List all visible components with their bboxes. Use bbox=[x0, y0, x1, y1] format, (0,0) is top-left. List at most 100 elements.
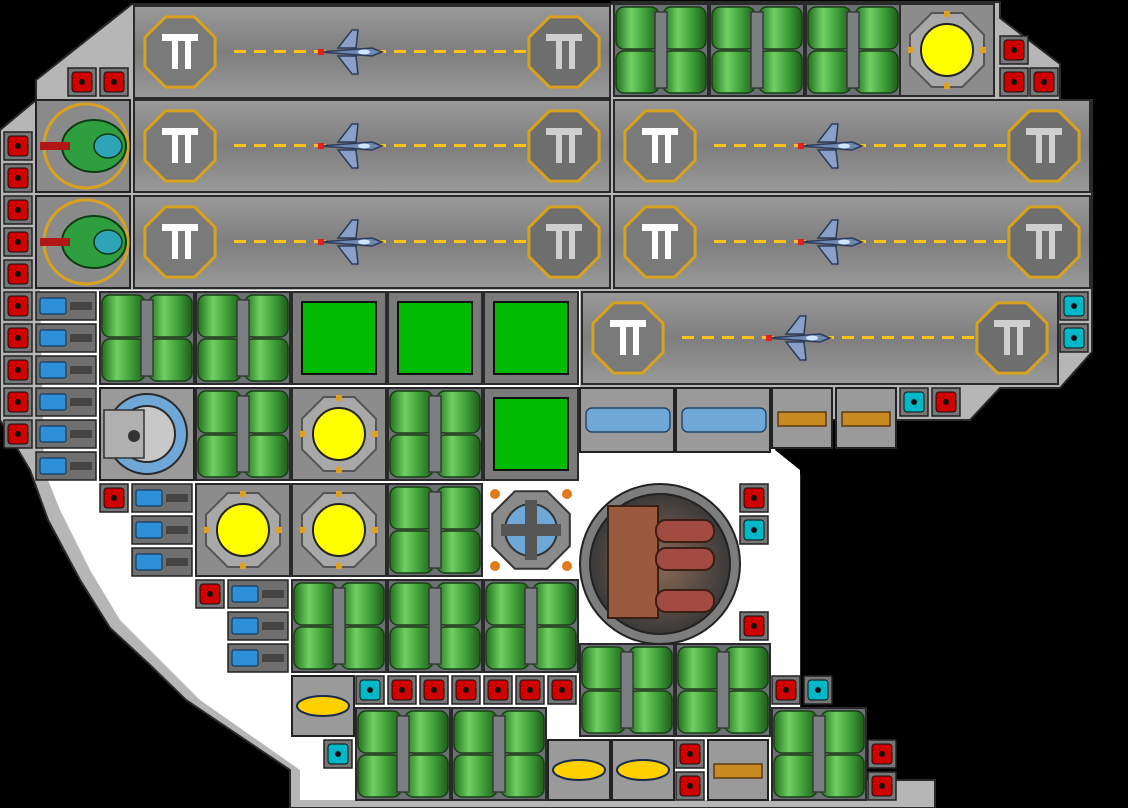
gold-thruster[interactable] bbox=[835, 387, 897, 449]
armor-node-red[interactable] bbox=[3, 163, 33, 193]
fuel-tank-block[interactable] bbox=[291, 579, 387, 673]
fuel-tank-block[interactable] bbox=[613, 3, 709, 97]
fighter-icon[interactable] bbox=[798, 123, 865, 169]
armor-node-red[interactable] bbox=[515, 675, 545, 705]
armor-node-cyan[interactable] bbox=[323, 739, 353, 769]
armor-node-red[interactable] bbox=[3, 387, 33, 417]
gold-thruster[interactable] bbox=[707, 739, 769, 801]
armor-node-cyan[interactable] bbox=[899, 387, 929, 417]
armor-node-red[interactable] bbox=[451, 675, 481, 705]
battery-cell[interactable] bbox=[35, 451, 97, 481]
fuel-tank-block[interactable] bbox=[451, 707, 547, 801]
missile-pod[interactable] bbox=[611, 739, 675, 801]
coil-gun[interactable] bbox=[675, 387, 771, 453]
armor-node-red[interactable] bbox=[3, 195, 33, 225]
armor-node-red[interactable] bbox=[3, 291, 33, 321]
launch-pad[interactable] bbox=[143, 15, 217, 89]
landing-pad[interactable] bbox=[527, 109, 601, 183]
armor-node-cyan[interactable] bbox=[739, 515, 769, 545]
armor-node-red[interactable] bbox=[739, 611, 769, 641]
armor-node-red[interactable] bbox=[3, 259, 33, 289]
fuel-tank-block[interactable] bbox=[805, 3, 901, 97]
fuel-tank-block[interactable] bbox=[387, 387, 483, 481]
missile-pod[interactable] bbox=[291, 675, 355, 737]
armor-node-cyan[interactable] bbox=[1059, 291, 1089, 321]
hangar-runway[interactable] bbox=[133, 99, 611, 193]
landing-pad[interactable] bbox=[527, 205, 601, 279]
landing-pad[interactable] bbox=[1007, 109, 1081, 183]
hangar-runway[interactable] bbox=[133, 5, 611, 99]
fuel-tank-block[interactable] bbox=[387, 579, 483, 673]
launch-pad[interactable] bbox=[591, 301, 665, 375]
fuel-tank-block[interactable] bbox=[387, 483, 483, 577]
armor-node-red[interactable] bbox=[867, 771, 897, 801]
fuel-tank-block[interactable] bbox=[709, 3, 805, 97]
armor-node-cyan[interactable] bbox=[355, 675, 385, 705]
armor-node-red[interactable] bbox=[1029, 67, 1059, 97]
armor-node-red[interactable] bbox=[387, 675, 417, 705]
armor-node-red[interactable] bbox=[675, 771, 705, 801]
gold-thruster[interactable] bbox=[771, 387, 833, 449]
gyro-stabilizer[interactable] bbox=[484, 484, 578, 576]
reactor-core[interactable] bbox=[291, 387, 387, 481]
battery-cell[interactable] bbox=[35, 419, 97, 449]
armor-node-red[interactable] bbox=[195, 579, 225, 609]
armor-node-red[interactable] bbox=[483, 675, 513, 705]
armor-node-red[interactable] bbox=[3, 323, 33, 353]
armor-node-red[interactable] bbox=[547, 675, 577, 705]
hangar-runway[interactable] bbox=[613, 99, 1091, 193]
fuel-tank-block[interactable] bbox=[99, 291, 195, 385]
fuel-tank-block[interactable] bbox=[675, 643, 771, 737]
armor-node-red[interactable] bbox=[99, 483, 129, 513]
coil-gun[interactable] bbox=[579, 387, 675, 453]
launch-pad[interactable] bbox=[623, 109, 697, 183]
reactor-core[interactable] bbox=[291, 483, 387, 577]
hangar-runway[interactable] bbox=[133, 195, 611, 289]
fighter-icon[interactable] bbox=[766, 315, 833, 361]
storage-module[interactable] bbox=[483, 387, 579, 481]
fuel-tank-block[interactable] bbox=[771, 707, 867, 801]
fuel-tank-block[interactable] bbox=[195, 291, 291, 385]
storage-module[interactable] bbox=[387, 291, 483, 385]
battery-cell[interactable] bbox=[227, 643, 289, 673]
armor-node-red[interactable] bbox=[99, 67, 129, 97]
landing-pad[interactable] bbox=[975, 301, 1049, 375]
battery-cell[interactable] bbox=[35, 387, 97, 417]
landing-pad[interactable] bbox=[1007, 205, 1081, 279]
battery-cell[interactable] bbox=[35, 291, 97, 321]
launch-pad[interactable] bbox=[143, 109, 217, 183]
fighter-icon[interactable] bbox=[798, 219, 865, 265]
battery-cell[interactable] bbox=[35, 323, 97, 353]
storage-module[interactable] bbox=[483, 291, 579, 385]
armor-node-red[interactable] bbox=[867, 739, 897, 769]
armor-node-red[interactable] bbox=[3, 227, 33, 257]
reactor-core[interactable] bbox=[899, 3, 995, 97]
armor-node-cyan[interactable] bbox=[1059, 323, 1089, 353]
battery-cell[interactable] bbox=[35, 355, 97, 385]
storage-module[interactable] bbox=[291, 291, 387, 385]
armor-node-red[interactable] bbox=[67, 67, 97, 97]
battery-cell[interactable] bbox=[131, 515, 193, 545]
hangar-runway[interactable] bbox=[581, 291, 1059, 385]
reactor-core[interactable] bbox=[195, 483, 291, 577]
fuel-tank-block[interactable] bbox=[195, 387, 291, 481]
drone-bay[interactable] bbox=[35, 99, 131, 193]
drone-bay[interactable] bbox=[35, 195, 131, 289]
fuel-tank-block[interactable] bbox=[355, 707, 451, 801]
fighter-icon[interactable] bbox=[318, 123, 385, 169]
armor-node-red[interactable] bbox=[3, 355, 33, 385]
armor-node-red[interactable] bbox=[999, 35, 1029, 65]
battery-cell[interactable] bbox=[227, 611, 289, 641]
battery-cell[interactable] bbox=[131, 547, 193, 577]
fuel-tank-block[interactable] bbox=[579, 643, 675, 737]
armor-node-red[interactable] bbox=[739, 483, 769, 513]
fighter-icon[interactable] bbox=[318, 29, 385, 75]
armor-node-red[interactable] bbox=[675, 739, 705, 769]
armor-node-red[interactable] bbox=[999, 67, 1029, 97]
armor-node-red[interactable] bbox=[931, 387, 961, 417]
fuel-tank-block[interactable] bbox=[483, 579, 579, 673]
armor-node-cyan[interactable] bbox=[803, 675, 833, 705]
landing-pad[interactable] bbox=[527, 15, 601, 89]
launch-pad[interactable] bbox=[623, 205, 697, 279]
